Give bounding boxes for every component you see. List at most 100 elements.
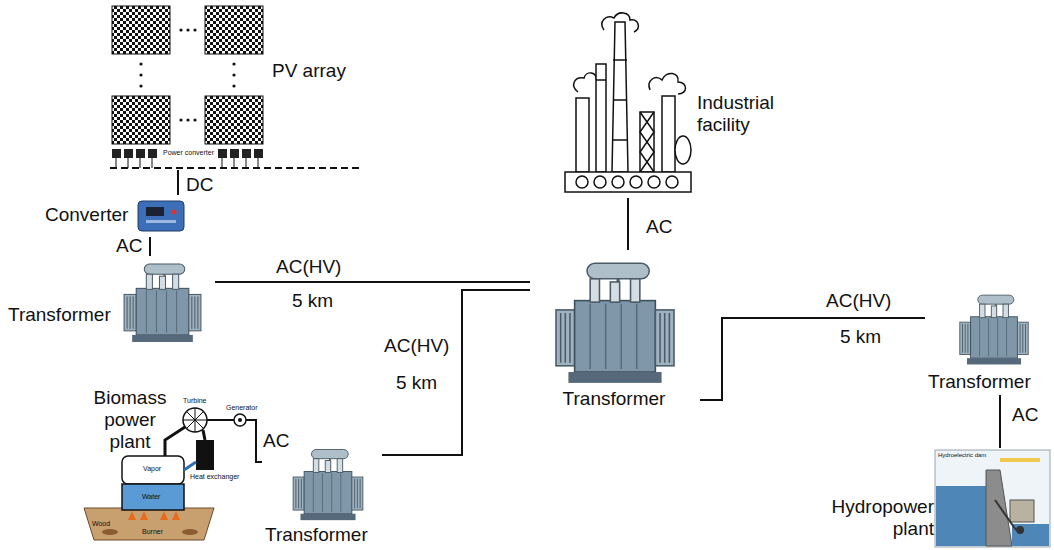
component-label: Power converter xyxy=(163,149,214,157)
industrial-drawing xyxy=(576,98,589,172)
biomass-drawing xyxy=(184,462,196,470)
component-label: Generator xyxy=(226,404,258,412)
hydropower-plant: Hydropower plant xyxy=(830,448,1050,548)
biomass-drawing xyxy=(102,529,118,535)
industrial-drawing xyxy=(666,176,678,188)
pv-panels xyxy=(234,158,235,168)
node-label: Transformer xyxy=(8,304,111,326)
biomass-drawing xyxy=(196,440,214,470)
component-label: Hydroelectric dam xyxy=(938,452,986,459)
power-line xyxy=(382,290,530,455)
pv-panels xyxy=(186,28,189,31)
transformer: Transformer xyxy=(5,256,215,348)
pv-panels xyxy=(179,118,182,121)
converter-device xyxy=(172,210,177,215)
pv-panels xyxy=(205,6,263,54)
hydro-dam-drawing xyxy=(935,450,1050,547)
line-label: AC xyxy=(116,235,142,257)
line-label: AC xyxy=(1012,404,1038,426)
hydro-dam-drawing xyxy=(1016,526,1024,534)
transformer-icon xyxy=(124,264,201,342)
line-label: AC(HV) xyxy=(384,335,449,357)
hydro-dam-drawing xyxy=(995,500,1016,530)
pv-panels xyxy=(258,158,259,168)
biomass-drawing xyxy=(182,529,198,535)
node-label: Transformer xyxy=(265,524,368,546)
biomass-drawing xyxy=(165,427,185,456)
pv-panels xyxy=(112,96,170,144)
biomass-drawing xyxy=(238,418,242,422)
pv-panels xyxy=(193,118,196,121)
industrial-drawing xyxy=(612,176,624,188)
biomass-drawing xyxy=(207,419,234,421)
industrial-drawing xyxy=(613,59,627,61)
pv-panels xyxy=(124,149,133,158)
component-label: Water xyxy=(142,493,160,501)
converter-device xyxy=(146,207,164,216)
biomass-drawing xyxy=(122,456,184,484)
hydro-dam-drawing xyxy=(1012,524,1049,546)
power-line xyxy=(248,420,262,462)
component-label: Burner xyxy=(142,528,163,536)
line-label: AC xyxy=(263,430,289,452)
industrial-drawing xyxy=(613,99,627,101)
hydro-dam-drawing xyxy=(1010,500,1034,522)
industrial-drawing xyxy=(565,172,691,192)
pv-panels xyxy=(112,149,121,158)
industrial-drawing xyxy=(648,176,660,188)
biomass-drawing xyxy=(183,408,207,432)
pv-panels xyxy=(148,149,157,158)
pv-panels xyxy=(232,62,235,65)
pv-panels xyxy=(139,84,142,87)
pv-panels xyxy=(242,149,251,158)
pv-panels xyxy=(254,149,263,158)
node-label: Transformer xyxy=(928,371,1031,393)
line-label: AC xyxy=(646,216,672,238)
distance-label: 5 km xyxy=(396,372,437,394)
transformer-icon xyxy=(293,450,363,521)
node-label: Industrial facility xyxy=(697,92,789,136)
biomass-drawing xyxy=(246,419,248,421)
industrial-drawing xyxy=(596,79,606,81)
pv-panels xyxy=(179,28,182,31)
node-label: Transformer xyxy=(530,388,698,410)
pv-panels xyxy=(116,158,117,168)
pv-panels xyxy=(232,73,235,76)
industrial-drawing xyxy=(612,139,628,141)
transformer: Transformer xyxy=(262,440,382,548)
industrial-drawing xyxy=(596,64,606,172)
biomass-drawing xyxy=(84,508,214,540)
pv-panels xyxy=(218,149,227,158)
component-label: Vapor xyxy=(143,465,161,473)
component-label: Turbine xyxy=(183,397,206,405)
pv-panels xyxy=(193,28,196,31)
pv-panels xyxy=(232,84,235,87)
industrial-drawing xyxy=(662,96,675,172)
biomass-drawing xyxy=(234,414,246,426)
converter-device xyxy=(146,220,176,223)
component-label: Wood xyxy=(92,520,110,528)
pv-panels xyxy=(246,158,247,168)
pv-panels xyxy=(222,158,223,168)
distance-label: 5 km xyxy=(292,290,333,312)
transformer: Transformer xyxy=(925,285,1050,395)
transformer-icon xyxy=(556,263,674,383)
converter-device xyxy=(138,201,184,231)
line-label: DC xyxy=(186,174,213,196)
pv-panels xyxy=(139,73,142,76)
pv-array: PV array xyxy=(108,2,363,170)
pv-panels xyxy=(205,96,263,144)
pv-panels xyxy=(140,158,141,168)
industrial-drawing xyxy=(612,22,628,172)
biomass-drawing xyxy=(122,484,184,510)
industrial-drawing xyxy=(649,73,685,94)
industrial-drawing xyxy=(630,176,642,188)
node-label: Hydropower plant xyxy=(830,496,934,540)
industrial-drawing xyxy=(576,176,588,188)
converter: Converter xyxy=(40,195,190,237)
node-label: Biomass power plant xyxy=(88,387,172,453)
power-line xyxy=(149,237,151,256)
biomass-drawing xyxy=(140,511,148,520)
industrial-drawing xyxy=(574,73,596,92)
